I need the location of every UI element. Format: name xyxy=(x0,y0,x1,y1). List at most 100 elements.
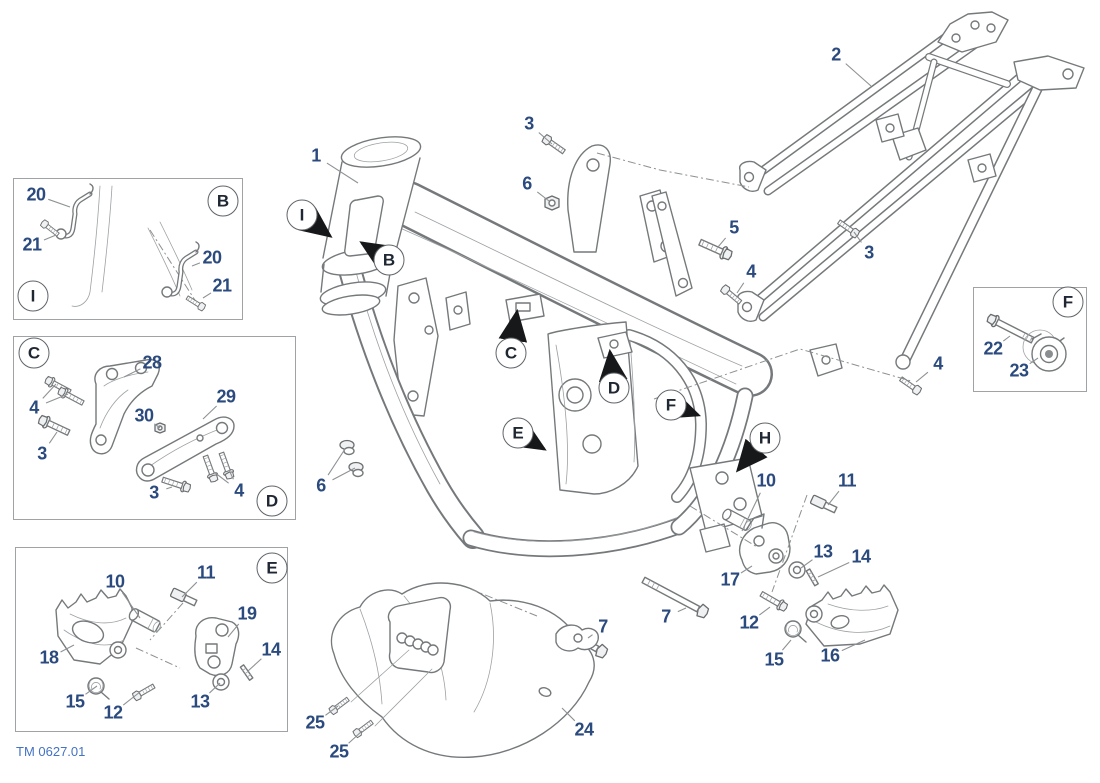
leader-line xyxy=(782,639,792,651)
part-label-13: 13 xyxy=(813,541,833,562)
part-label-25: 25 xyxy=(305,712,325,733)
leader-line xyxy=(209,682,221,694)
leader-line xyxy=(213,471,229,484)
callout-e-box-e: E xyxy=(256,552,288,584)
callout-f-box-f: F xyxy=(1052,286,1084,318)
part-label-1: 1 xyxy=(311,145,321,166)
leader-line xyxy=(122,691,141,706)
subframe-art xyxy=(737,11,1085,377)
leader-line xyxy=(587,634,593,639)
part-label-4: 4 xyxy=(234,480,244,501)
part-label-15: 15 xyxy=(764,649,784,670)
part-label-29: 29 xyxy=(216,386,236,407)
leader-line xyxy=(48,198,71,208)
leader-line xyxy=(915,371,929,383)
detail-box-cd xyxy=(13,336,296,520)
leader-line xyxy=(181,581,198,598)
callout-arrow xyxy=(511,421,547,451)
leader-line xyxy=(202,405,217,420)
leader-line xyxy=(348,730,363,744)
part-label-3: 3 xyxy=(864,242,874,263)
callout-i-box-ib: I xyxy=(17,280,49,312)
leader-line xyxy=(123,368,141,378)
part-label-6: 6 xyxy=(522,173,532,194)
leader-line xyxy=(740,565,753,574)
leader-line xyxy=(85,685,98,695)
leader-line xyxy=(247,658,262,672)
part-label-12: 12 xyxy=(739,612,759,633)
part-label-21: 21 xyxy=(22,234,42,255)
part-label-23: 23 xyxy=(1009,360,1029,381)
leader-line xyxy=(228,469,234,480)
drawing-number: TM 0627.01 xyxy=(16,744,86,759)
callout-d-box-cd: D xyxy=(256,485,288,517)
callout-f-main: F xyxy=(655,389,687,421)
part-label-28: 28 xyxy=(142,352,162,373)
leader-line xyxy=(43,234,57,241)
leader-line xyxy=(759,606,771,616)
part-label-3: 3 xyxy=(149,482,159,503)
leader-line xyxy=(332,467,356,481)
leader-line xyxy=(800,559,813,569)
part-label-15: 15 xyxy=(65,691,85,712)
leader-line xyxy=(42,383,57,399)
callout-arrow xyxy=(359,241,395,271)
leader-line xyxy=(717,237,727,248)
leader-line xyxy=(677,607,687,613)
detail-box-f xyxy=(973,287,1087,392)
callout-h-main: H xyxy=(749,422,781,454)
part-label-3: 3 xyxy=(524,113,534,134)
leader-line xyxy=(202,292,212,299)
leader-line xyxy=(325,705,339,716)
callout-arrow xyxy=(498,308,528,343)
leader-line xyxy=(536,191,550,202)
part-label-19: 19 xyxy=(237,603,257,624)
leader-line xyxy=(227,623,240,638)
callout-c-main: C xyxy=(495,337,527,369)
leader-line xyxy=(327,448,346,476)
callout-b-box-ib: B xyxy=(207,185,239,217)
part-label-30: 30 xyxy=(134,405,154,426)
inset-f-art xyxy=(986,313,1067,372)
callout-arrow xyxy=(298,207,333,238)
leader-line xyxy=(736,282,745,294)
part-label-18: 18 xyxy=(39,647,59,668)
leader-line xyxy=(191,262,201,267)
part-label-4: 4 xyxy=(933,353,943,374)
leader-lines-layer xyxy=(42,63,1039,744)
skid-plate-art xyxy=(327,582,599,759)
leader-line xyxy=(741,492,761,532)
part-label-12: 12 xyxy=(103,702,123,723)
leader-line xyxy=(827,490,840,506)
part-label-10: 10 xyxy=(756,470,776,491)
part-label-7: 7 xyxy=(661,606,671,627)
part-label-4: 4 xyxy=(746,261,756,282)
callout-arrow xyxy=(665,391,702,419)
callout-arrow xyxy=(598,348,628,383)
part-label-14: 14 xyxy=(851,546,871,567)
part-label-4: 4 xyxy=(29,397,39,418)
part-label-6: 6 xyxy=(316,475,326,496)
part-label-10: 10 xyxy=(105,571,125,592)
leader-line xyxy=(561,707,576,722)
part-label-14: 14 xyxy=(261,639,281,660)
detail-box-e xyxy=(15,547,288,732)
leader-line xyxy=(1002,335,1011,342)
leader-line xyxy=(538,132,553,145)
leader-line xyxy=(166,486,173,490)
detail-box-ib xyxy=(13,178,243,320)
inset-ib-art xyxy=(39,183,207,313)
leader-line xyxy=(1029,357,1039,365)
callout-c-box-cd: C xyxy=(18,337,50,369)
callout-e-main: E xyxy=(502,417,534,449)
part-label-11: 11 xyxy=(837,470,857,491)
leader-line xyxy=(154,423,161,429)
callout-i-main: I xyxy=(286,199,318,231)
part-label-16: 16 xyxy=(820,645,840,666)
callout-b-main: B xyxy=(373,244,405,276)
part-label-22: 22 xyxy=(983,338,1003,359)
leader-line xyxy=(326,162,359,184)
part-label-5: 5 xyxy=(729,217,739,238)
leader-line xyxy=(121,592,141,619)
